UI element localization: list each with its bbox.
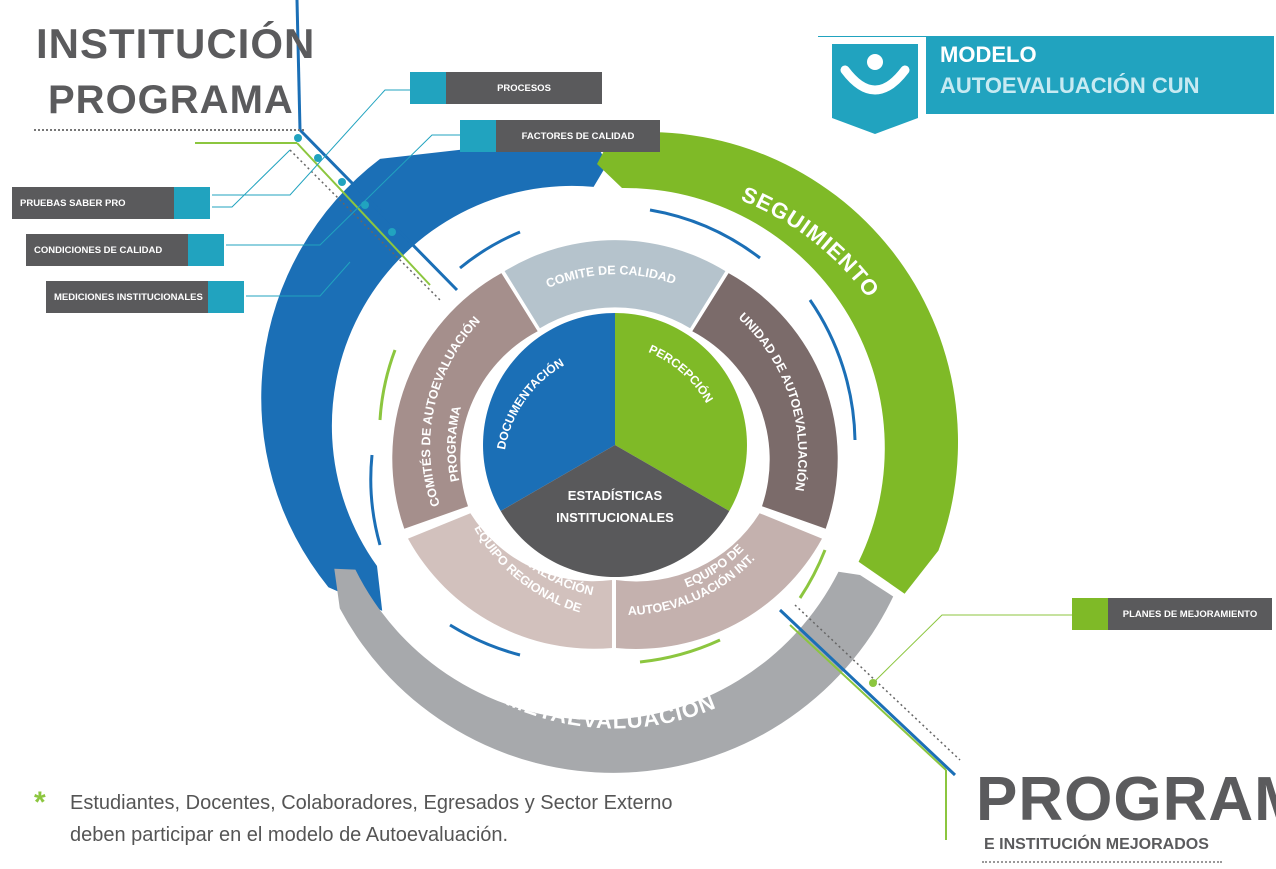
header-underline	[34, 129, 304, 131]
svg-text:PROGRAMA: PROGRAMA	[445, 405, 464, 483]
percepcion-core	[615, 313, 747, 511]
logo-box	[926, 36, 1274, 114]
tag-planes-mejoramiento: PLANES DE MEJORAMIENTO	[1072, 598, 1272, 630]
note-line-2: deben participar en el modelo de Autoeva…	[70, 824, 509, 846]
metaevaluacion-arc	[334, 568, 894, 773]
estadisticas-core	[500, 445, 730, 577]
logo-title-line2: AUTOEVALUACIÓN CUN	[940, 73, 1200, 98]
tag-procesos: PROCESOS	[410, 72, 602, 104]
estadisticas-label-line1: ESTADÍSTICAS	[568, 488, 663, 503]
comite-calidad-segment	[504, 240, 726, 329]
tag-condiciones-calidad: CONDICIONES DE CALIDAD	[26, 234, 224, 266]
documentacion-core	[483, 313, 615, 511]
comites-label-line2: PROGRAMA	[445, 405, 464, 483]
outcome-subtitle: E INSTITUCIÓN MEJORADOS	[984, 836, 1209, 853]
equipo-regional-segment	[408, 513, 612, 649]
logo-title-line1: MODELO	[940, 42, 1037, 67]
tag-pruebas-saber-pro: PRUEBAS SABER PRO	[12, 187, 210, 219]
estadisticas-label-line2: INSTITUCIONALES	[556, 510, 674, 525]
outcome-title: PROGRAMA	[976, 765, 1276, 834]
sensibilizacion-arc	[261, 134, 608, 611]
header-programa: PROGRAMA	[48, 78, 294, 122]
seguimiento-arc	[597, 132, 959, 594]
note-line-1: Estudiantes, Docentes, Colaboradores, Eg…	[70, 792, 673, 814]
logo-badge	[832, 44, 918, 134]
tag-factores-calidad: FACTORES DE CALIDAD	[460, 120, 660, 152]
header-institucion: INSTITUCIÓN	[36, 20, 316, 67]
outcome-underline	[982, 861, 1222, 863]
logo-rule	[818, 36, 926, 37]
comites-programa-segment	[392, 273, 538, 529]
equipo-int-segment	[616, 513, 822, 649]
asterisk-icon: *	[34, 786, 46, 819]
unidad-autoevaluacion-segment	[692, 273, 838, 529]
tag-mediciones-institucionales: MEDICIONES INSTITUCIONALES	[46, 281, 244, 313]
